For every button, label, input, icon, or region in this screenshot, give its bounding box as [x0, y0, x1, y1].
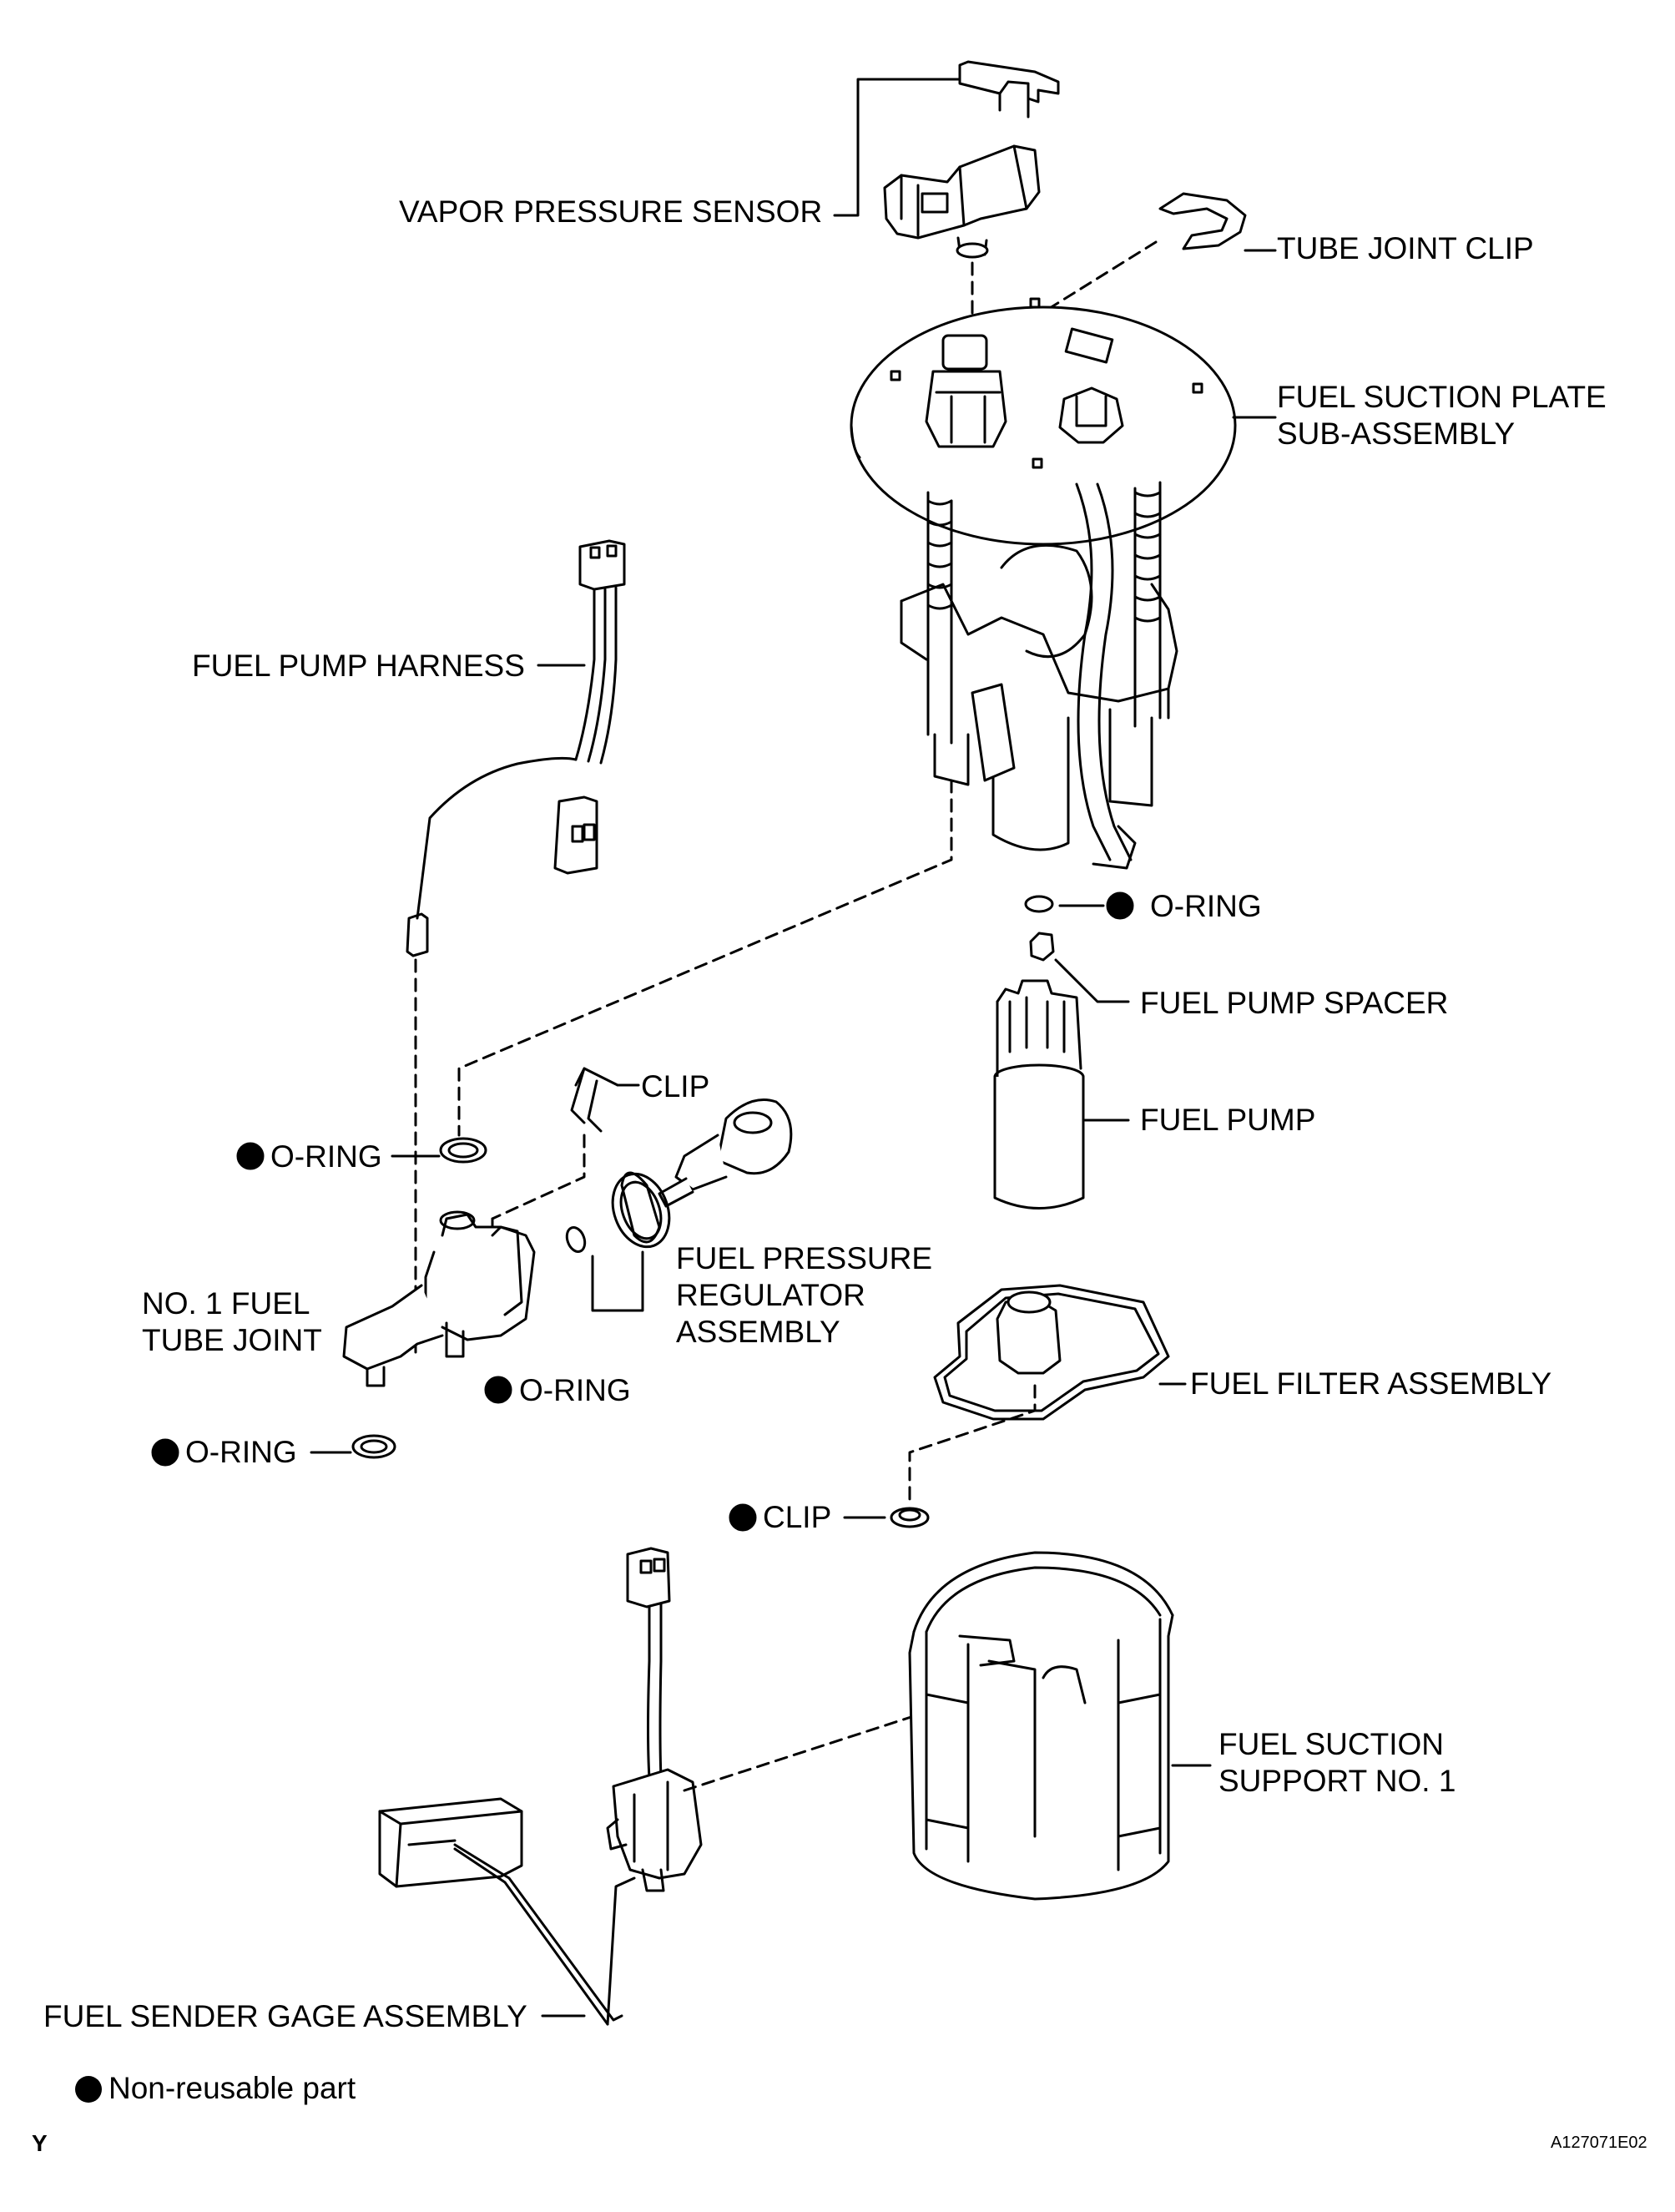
- label-fuel-pressure-regulator-line2: REGULATOR: [676, 1278, 865, 1312]
- label-fuel-pump-harness: FUEL PUMP HARNESS: [192, 649, 525, 683]
- o-ring-pump-dot: [1106, 891, 1134, 920]
- filter-dashed-line: [908, 1384, 1037, 1504]
- label-fuel-pump: FUEL PUMP: [1140, 1103, 1316, 1137]
- label-o-ring-lower: O-RING: [185, 1435, 297, 1469]
- sensor-leader-line: [833, 78, 961, 217]
- label-fuel-filter-assembly: FUEL FILTER ASSEMBLY: [1190, 1366, 1552, 1401]
- label-fuel-suction-plate-line2: SUB-ASSEMBLY: [1277, 417, 1516, 451]
- label-tube-joint-clip: TUBE JOINT CLIP: [1277, 231, 1534, 265]
- regulator-o-ring-small: [565, 1225, 587, 1254]
- o-ring-lower: [351, 1434, 396, 1459]
- spacer-leader: [1054, 958, 1130, 1003]
- o-ring-lower-dot: [151, 1438, 179, 1467]
- label-fuel-pressure-regulator-line1: FUEL PRESSURE: [676, 1241, 933, 1275]
- o-ring-left: [439, 1137, 487, 1164]
- bracket-dashed-line: [457, 779, 953, 1137]
- figure-code: A127071E02: [1551, 2134, 1647, 2152]
- label-fuel-suction-support-line2: SUPPORT NO. 1: [1218, 1764, 1456, 1798]
- o-ring-regulator-dot: [484, 1376, 512, 1404]
- label-fuel-pump-spacer: FUEL PUMP SPACER: [1140, 986, 1449, 1020]
- vapor-pressure-sensor: [883, 144, 1041, 259]
- pump-bracket-assembly: [900, 481, 1178, 870]
- tube-clip-dashed-line: [1000, 240, 1158, 340]
- label-fuel-suction-plate-line1: FUEL SUCTION PLATE: [1277, 380, 1607, 414]
- sensor-retainer-clip: [958, 60, 1060, 119]
- fuel-pump-spacer: [1029, 932, 1055, 962]
- o-ring-left-dot: [236, 1142, 265, 1170]
- label-no1-fuel-tube-joint-line2: TUBE JOINT: [142, 1323, 322, 1357]
- label-o-ring-pump: O-RING: [1150, 889, 1262, 923]
- fuel-pump-body: [993, 979, 1085, 1210]
- clip-upper: [570, 1067, 632, 1133]
- clip-lower-dot: [729, 1503, 757, 1532]
- label-clip-upper: CLIP: [641, 1069, 710, 1103]
- label-o-ring-left: O-RING: [270, 1139, 382, 1174]
- label-fuel-pressure-regulator-line3: ASSEMBLY: [676, 1315, 840, 1349]
- legend-text: Non-reusable part: [108, 2071, 356, 2105]
- legend: Non-reusable part: [75, 2070, 356, 2107]
- corner-mark: Y: [32, 2130, 48, 2156]
- tube-joint-clip: [1158, 192, 1247, 250]
- regulator-o-ring-bracket: [591, 1250, 644, 1312]
- label-fuel-sender-gage-assembly: FUEL SENDER GAGE ASSEMBLY: [43, 1999, 527, 2033]
- label-no1-fuel-tube-joint-line1: NO. 1 FUEL: [142, 1286, 310, 1321]
- fuel-sender-gage-assembly: [378, 1547, 703, 2026]
- no1-fuel-tube-joint: [342, 1210, 536, 1387]
- clip-dashed-line: [491, 1134, 586, 1220]
- o-ring-pump: [1024, 895, 1054, 913]
- label-clip-lower: CLIP: [763, 1500, 832, 1534]
- fuel-suction-plate: [850, 297, 1237, 546]
- fuel-pump-harness: [406, 539, 626, 957]
- label-fuel-suction-support-line1: FUEL SUCTION: [1218, 1727, 1444, 1761]
- fuel-filter-assembly: [933, 1284, 1170, 1421]
- clip-lower: [890, 1507, 930, 1528]
- label-vapor-pressure-sensor: VAPOR PRESSURE SENSOR: [399, 194, 823, 229]
- fuel-suction-support: [908, 1551, 1174, 1901]
- label-o-ring-regulator: O-RING: [519, 1373, 631, 1407]
- non-reusable-dot-icon: [75, 2076, 102, 2103]
- fuel-pressure-regulator: [658, 1098, 793, 1208]
